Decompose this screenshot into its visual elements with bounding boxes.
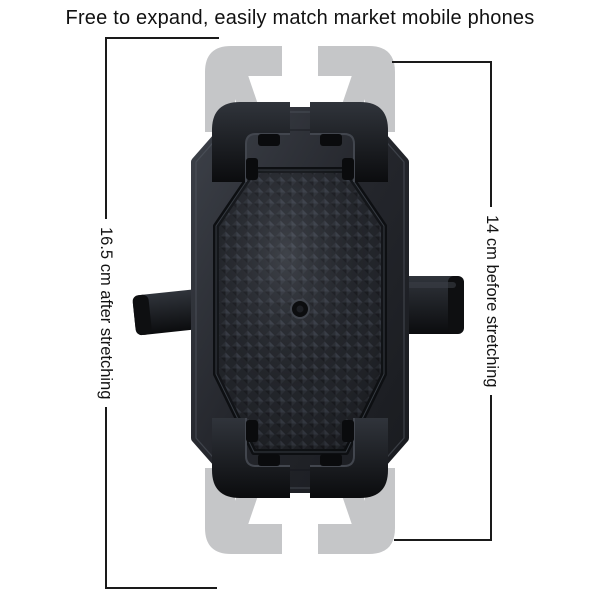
headline: Free to expand, easily match market mobi… — [65, 7, 535, 29]
clamp-bottom-left — [212, 418, 290, 498]
dimension-right-label-box: 14 cm before stretching — [480, 62, 503, 540]
center-hole — [290, 299, 310, 319]
clamp-bottom-right — [310, 418, 388, 498]
right-mount-arm — [396, 276, 464, 334]
clamp-top-right — [310, 102, 388, 182]
dimension-left-tick-top — [105, 37, 219, 39]
dimension-left-label: 16.5 cm after stretching — [95, 218, 116, 408]
clamp-top-left — [212, 102, 290, 182]
dimension-left-tick-bottom — [105, 587, 217, 589]
dimension-right-tick-top — [392, 61, 491, 63]
corner-clamps — [212, 102, 388, 498]
left-mount-arm — [132, 289, 206, 336]
dimension-right-label: 14 cm before stretching — [481, 206, 502, 396]
mount-arms — [132, 276, 464, 336]
dimension-right-tick-bottom — [394, 539, 491, 541]
dimension-left-label-box: 16.5 cm after stretching — [94, 38, 117, 588]
